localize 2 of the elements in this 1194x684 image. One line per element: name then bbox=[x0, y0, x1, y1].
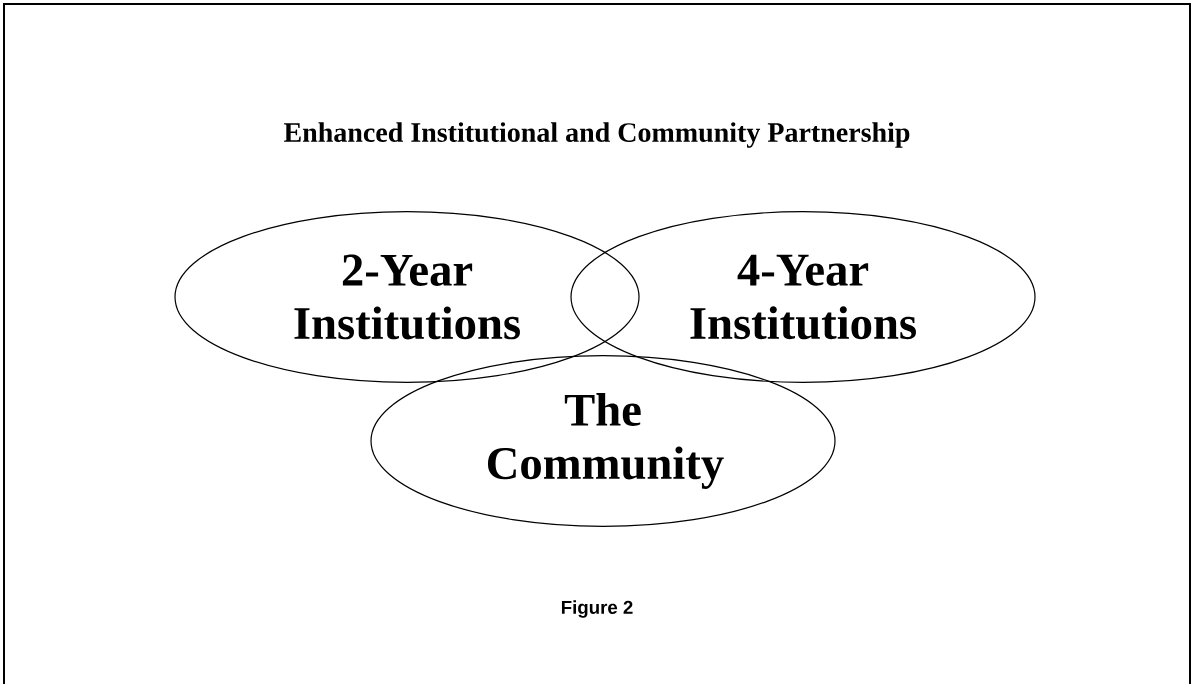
title: Enhanced Institutional and Community Partnership bbox=[284, 122, 910, 148]
caption: Figure 2 bbox=[561, 600, 633, 618]
